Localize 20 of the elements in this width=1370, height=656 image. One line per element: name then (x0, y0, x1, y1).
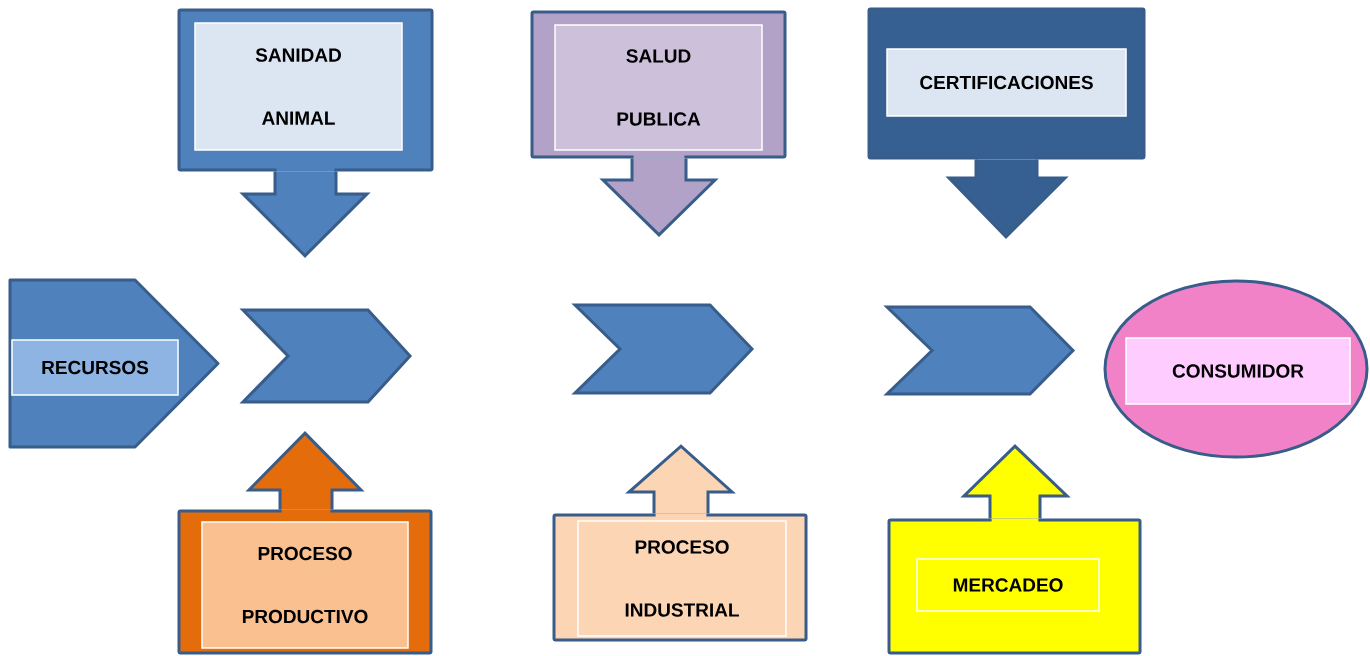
block-arrow (276, 168, 335, 171)
block-arrow (960, 444, 1071, 520)
block-arrow (991, 519, 1039, 522)
chevron-arrow (571, 303, 755, 395)
block-arrow (625, 444, 736, 515)
chevron-arrow (239, 308, 413, 404)
block-arrow (281, 510, 331, 513)
callout-box: SALUD PUBLICA (530, 10, 787, 159)
block-arrow (239, 170, 371, 258)
callout-box: PROCESO INDUSTRIAL (552, 513, 808, 642)
block-arrow (599, 157, 719, 237)
block-arrow (945, 158, 1069, 239)
callout-box: PROCESO PRODUCTIVO (177, 509, 433, 655)
block-arrow (977, 156, 1036, 159)
callout-box: CERTIFICACIONES (867, 7, 1146, 160)
chevron-arrow (883, 305, 1076, 396)
callout-box: MERCADEO (887, 518, 1142, 655)
callout-box: SANIDAD ANIMAL (177, 8, 434, 172)
block-arrow (655, 514, 707, 517)
block-arrow (245, 431, 365, 511)
